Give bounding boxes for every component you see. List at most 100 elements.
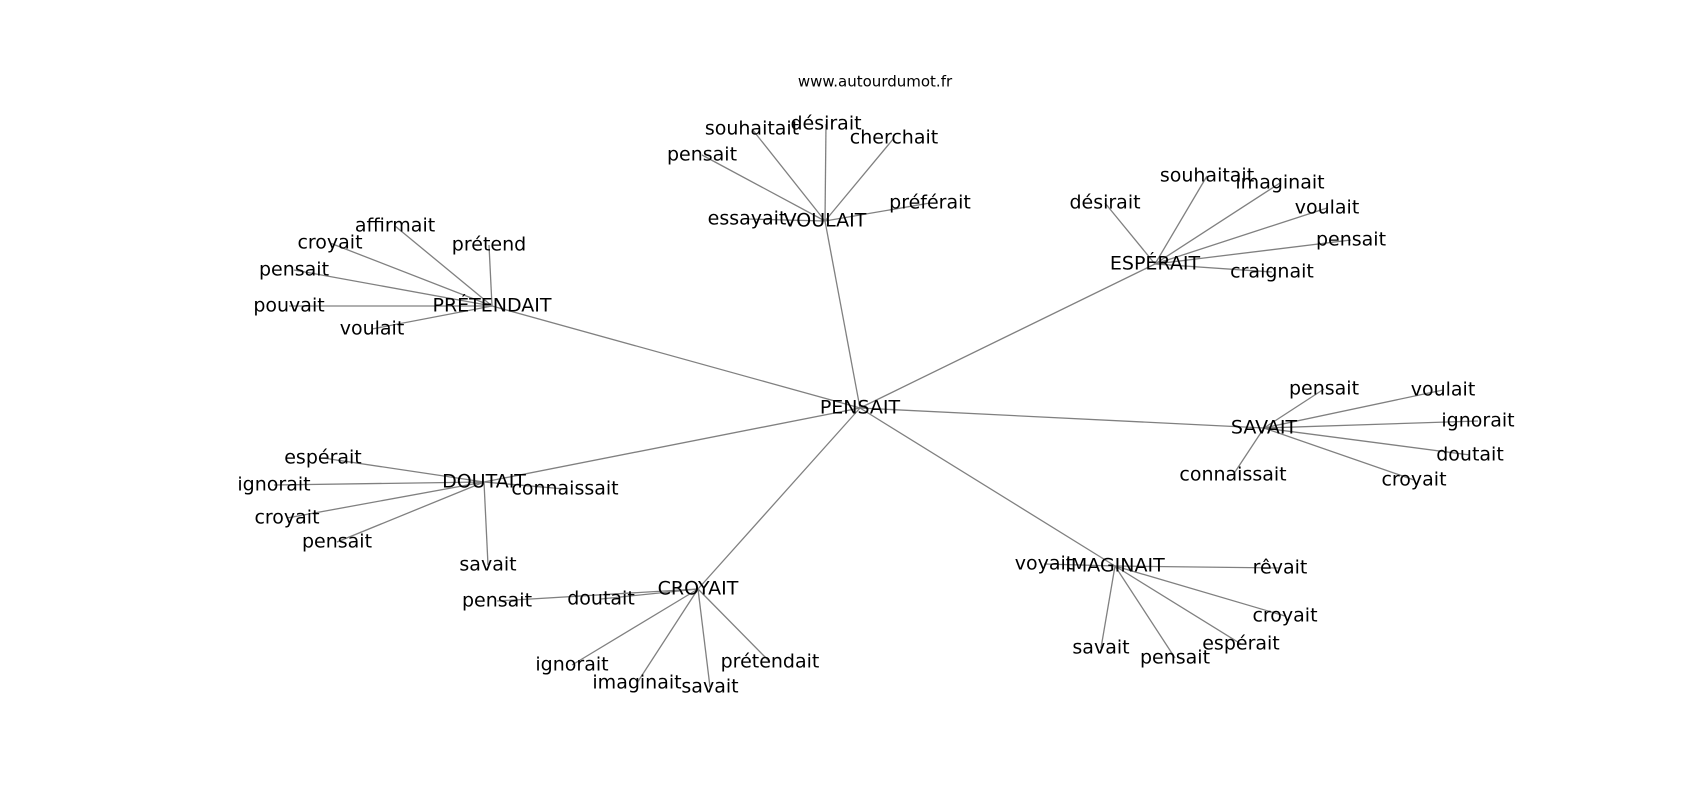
- leaf-edge: [824, 123, 827, 222]
- leaf-edge: [1263, 420, 1479, 429]
- center-edge: [859, 407, 1265, 429]
- leaf-edge: [488, 244, 493, 307]
- leaf-edge: [483, 481, 489, 566]
- leaf-edge: [483, 481, 566, 490]
- leaf-edge: [697, 588, 711, 688]
- leaf-node-label: craignait: [1230, 261, 1314, 283]
- leaf-edge: [1154, 182, 1281, 265]
- leaf-node-label: ignorait: [237, 474, 310, 496]
- leaf-edge: [1263, 427, 1471, 456]
- leaf-node-label: pensait: [1140, 647, 1210, 669]
- leaf-node-label: croyait: [254, 507, 319, 529]
- leaf-node-label: croyait: [1252, 605, 1317, 627]
- leaf-node-label: essayait: [708, 208, 787, 230]
- leaf-node-label: voulait: [1295, 197, 1360, 219]
- leaf-node-label: souhaitait: [1160, 165, 1254, 187]
- leaf-node-label: connaissait: [1179, 464, 1286, 486]
- leaf-edge: [1100, 565, 1116, 649]
- leaf-node-label: savait: [459, 554, 516, 576]
- leaf-edge: [336, 481, 485, 543]
- leaf-edge: [1154, 175, 1208, 265]
- leaf-edge: [636, 588, 699, 684]
- leaf-node-label: souhaitait: [705, 118, 799, 140]
- leaf-edge: [1114, 565, 1242, 645]
- source-label: www.autourdumot.fr: [798, 73, 953, 91]
- hub-node-label: PRÉTENDAIT: [433, 294, 552, 317]
- hub-node-label: VOULAIT: [784, 210, 867, 232]
- leaf-node-label: ignorait: [535, 654, 608, 676]
- hub-node-label: IMAGINAIT: [1065, 555, 1165, 577]
- hub-node-label: ESPÉRAIT: [1110, 252, 1201, 275]
- leaf-edge: [1154, 207, 1328, 265]
- leaf-edge: [697, 588, 771, 663]
- leaf-edge: [600, 588, 699, 600]
- leaf-edge: [701, 154, 826, 222]
- leaf-node-label: pouvait: [253, 295, 324, 317]
- leaf-edge: [1154, 239, 1352, 265]
- graph-labels: PENSAITVOULAITpensaitsouhaitaitdésiraitc…: [237, 113, 1514, 698]
- leaf-edge: [293, 269, 493, 307]
- center-edge: [824, 220, 861, 409]
- leaf-edge: [1114, 565, 1176, 659]
- leaf-edge: [329, 242, 493, 307]
- leaf-node-label: imaginait: [1235, 172, 1324, 194]
- leaf-node-label: prétend: [452, 234, 526, 256]
- leaf-node-label: pensait: [667, 144, 737, 166]
- leaf-edge: [1114, 565, 1281, 569]
- leaf-node-label: pensait: [302, 531, 372, 553]
- leaf-node-label: prétendait: [721, 651, 820, 673]
- center-edge: [491, 305, 861, 409]
- leaf-node-label: savait: [1072, 637, 1129, 659]
- leaf-node-label: pensait: [1316, 229, 1386, 251]
- leaf-node-label: voyait: [1015, 553, 1073, 575]
- leaf-node-label: rêvait: [1253, 557, 1308, 579]
- leaf-edge: [1154, 263, 1273, 273]
- leaf-node-label: imaginait: [592, 672, 681, 694]
- leaf-node-label: croyait: [1381, 469, 1446, 491]
- leaf-node-label: préférait: [889, 192, 971, 214]
- leaf-node-label: doutait: [1436, 444, 1504, 466]
- leaf-node-label: pensait: [259, 259, 329, 281]
- center-edge: [859, 407, 1116, 567]
- center-edge: [483, 407, 861, 483]
- leaf-edge: [571, 588, 699, 666]
- leaf-edge: [824, 202, 931, 222]
- leaf-node-label: pensait: [462, 590, 532, 612]
- leaf-edge: [371, 305, 493, 330]
- center-edge: [859, 263, 1156, 409]
- leaf-node-label: désirait: [1069, 192, 1140, 214]
- leaf-edge: [1043, 563, 1116, 567]
- leaf-edge: [1263, 427, 1415, 481]
- leaf-edge: [322, 457, 485, 483]
- leaf-node-label: espérait: [284, 447, 362, 469]
- leaf-node-label: pensait: [1289, 378, 1359, 400]
- leaf-node-label: désirait: [790, 113, 861, 135]
- leaf-edge: [824, 137, 895, 222]
- leaf-edge: [1104, 202, 1156, 265]
- graph-edges: [273, 123, 1479, 688]
- leaf-edge: [496, 588, 699, 602]
- leaf-edge: [1263, 388, 1325, 429]
- leaf-node-label: espérait: [1202, 633, 1280, 655]
- center-node-label: PENSAIT: [820, 397, 901, 419]
- hub-node-label: DOUTAIT: [442, 471, 526, 493]
- leaf-edge: [394, 225, 493, 307]
- leaf-edge: [273, 481, 485, 486]
- leaf-node-label: cherchait: [850, 127, 938, 149]
- hub-node-label: SAVAIT: [1231, 417, 1298, 439]
- center-edge: [697, 407, 861, 590]
- leaf-node-label: affirmait: [355, 215, 435, 237]
- leaf-node-label: ignorait: [1441, 410, 1514, 432]
- leaf-edge: [1263, 389, 1444, 429]
- leaf-node-label: connaissait: [511, 478, 618, 500]
- leaf-node-label: voulait: [340, 318, 405, 340]
- leaf-node-label: doutait: [567, 588, 635, 610]
- leaf-edge: [1232, 427, 1265, 476]
- leaf-edge: [1114, 565, 1286, 617]
- leaf-edge: [286, 481, 485, 519]
- leaf-node-label: savait: [681, 676, 738, 698]
- hub-node-label: CROYAIT: [658, 578, 739, 600]
- leaf-edge: [746, 218, 826, 222]
- leaf-node-label: croyait: [297, 232, 362, 254]
